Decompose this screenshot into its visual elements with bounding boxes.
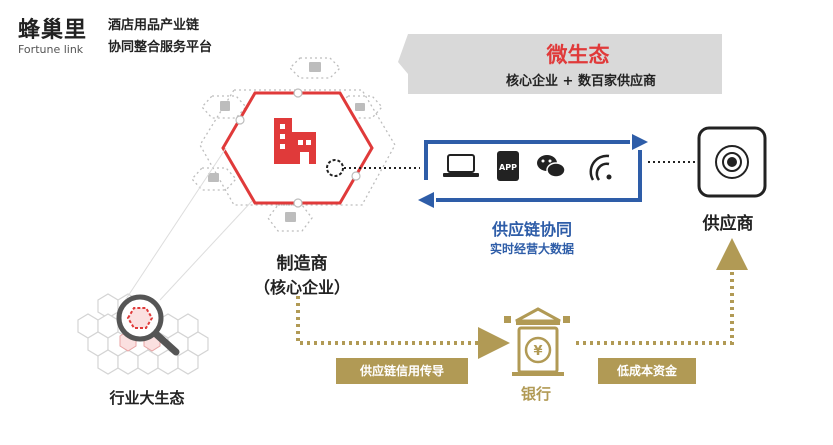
tagline-line2: 协同整合服务平台 — [108, 40, 213, 55]
wifi-icon — [589, 154, 612, 181]
ecosystem-title: 微生态 — [546, 43, 610, 67]
connector-node — [326, 159, 420, 177]
bank-label: 银行 — [520, 385, 551, 403]
supplier-label: 供应商 — [702, 214, 754, 234]
manufacturer-label: 制造商 — [276, 254, 328, 274]
factory-icon — [274, 118, 316, 164]
supply-chain-panel — [418, 134, 648, 208]
camera-lens-icon — [715, 145, 749, 179]
brand-logo-cn: 蜂巢里 — [18, 18, 88, 43]
ecosystem-callout — [398, 34, 722, 94]
app-badge-text: APP — [499, 163, 517, 172]
low-cost-funding-badge: 低成本资金 — [598, 358, 696, 384]
app-icon: APP — [497, 151, 519, 181]
hex-small-icons — [208, 62, 365, 222]
outer-hex-ring — [191, 57, 396, 232]
tagline-line1: 酒店用品产业链 — [108, 18, 200, 33]
brand-logo-en: Fortune link — [18, 43, 84, 56]
yen-symbol: ¥ — [533, 344, 542, 359]
bank-icon: ¥ — [512, 307, 564, 376]
supply-chain-title: 供应链协同 — [491, 220, 572, 239]
manufacturer-sublabel: （核心企业） — [253, 278, 350, 297]
focus-lines — [125, 147, 253, 301]
wechat-icon — [537, 155, 566, 178]
supply-chain-subtitle: 实时经营大数据 — [489, 242, 574, 256]
ecosystem-subtitle: 核心企业 + 数百家供应商 — [506, 74, 656, 89]
laptop-icon — [443, 154, 479, 177]
magnifier-icon — [116, 294, 180, 356]
bank-side-icons — [504, 316, 570, 323]
credit-flow-path — [296, 296, 510, 359]
credit-transmission-badge: 供应链信用传导 — [336, 358, 468, 384]
funding-flow-path — [576, 238, 748, 345]
industry-ecosystem-label: 行业大生态 — [109, 389, 185, 407]
